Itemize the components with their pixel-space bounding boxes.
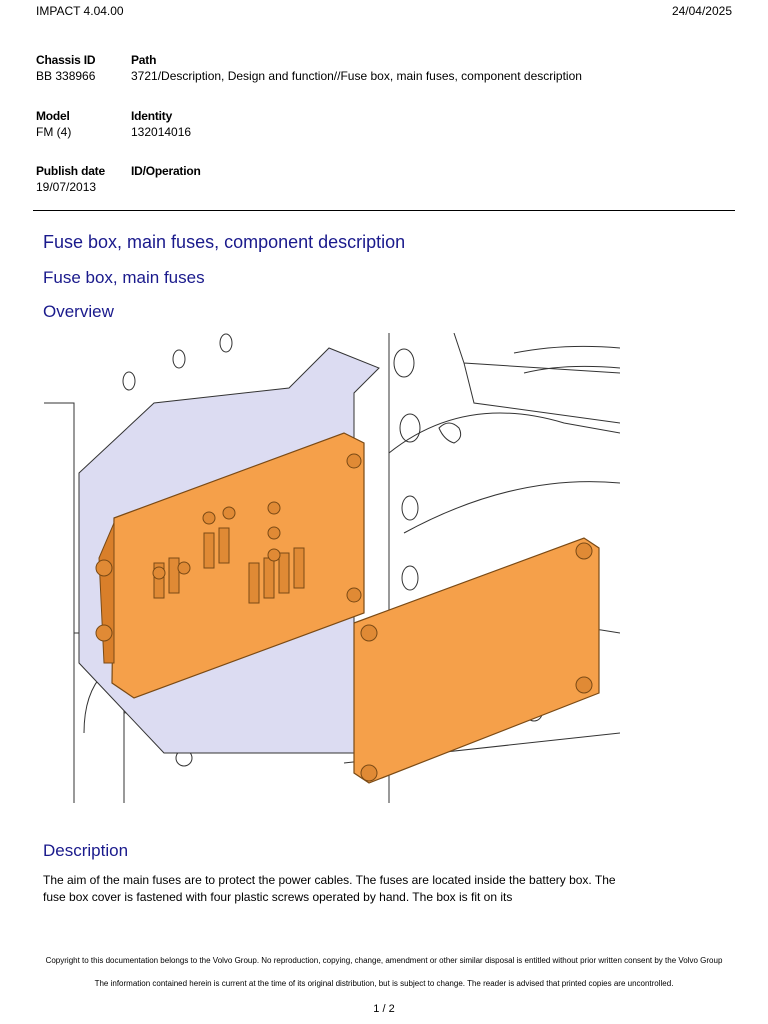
cover-screw: [575, 542, 593, 560]
fuse-box-illustration: [44, 333, 620, 803]
overview-heading: Overview: [43, 302, 114, 321]
hole: [401, 565, 419, 591]
cover-screw: [360, 764, 378, 782]
cover-screw: [575, 676, 593, 694]
model-value: FM (4): [36, 125, 72, 139]
fuse-slot: [168, 557, 180, 594]
publish-value: 19/07/2013: [36, 180, 97, 194]
description-heading: Description: [43, 841, 129, 860]
fuse-slot: [248, 562, 260, 604]
app-version: IMPACT 4.04.00: [36, 4, 124, 18]
terminal-nut: [152, 566, 166, 580]
identity-value: 132014016: [131, 125, 192, 139]
fuse-slot: [278, 552, 290, 594]
fuse-slot: [153, 562, 165, 599]
corner-screw: [346, 587, 362, 603]
copyright-notice: Copyright to this documentation belongs …: [45, 956, 723, 965]
fuse-slot: [293, 547, 305, 589]
fuse-box-body: [111, 432, 365, 699]
path-label: Path: [131, 53, 157, 67]
chassis-value: BB 338966: [36, 69, 96, 83]
chassis-block: Chassis ID BB 338966: [36, 53, 96, 83]
section-title: Fuse box, main fuses: [43, 268, 205, 287]
chassis-label: Chassis ID: [36, 53, 96, 67]
identity-block: Identity 132014016: [131, 109, 191, 139]
terminal-nut: [267, 548, 281, 562]
model-block: Model FM (4): [36, 109, 71, 139]
page-title: Fuse box, main fuses, component descript…: [43, 232, 406, 252]
hole: [401, 495, 419, 521]
hole: [172, 349, 186, 369]
id-operation-block: ID/Operation: [131, 164, 201, 178]
path-block: Path 3721/Description, Design and functi…: [131, 53, 582, 83]
terminal-nut: [267, 526, 281, 540]
disclaimer-notice: The information contained herein is curr…: [94, 979, 674, 988]
path-value: 3721/Description, Design and function//F…: [131, 69, 582, 83]
id-operation-label: ID/Operation: [131, 164, 201, 178]
identity-label: Identity: [131, 109, 173, 123]
hole: [122, 371, 136, 391]
clip: [438, 422, 462, 444]
hole: [219, 333, 233, 353]
header-divider: [33, 210, 735, 211]
hole: [399, 413, 421, 443]
cover-screw: [360, 624, 378, 642]
corner-screw: [346, 453, 362, 469]
page-number: 1 / 2: [373, 1003, 395, 1015]
print-date: 24/04/2025: [671, 4, 732, 18]
model-label: Model: [36, 109, 70, 123]
terminal-nut: [202, 511, 216, 525]
fuse-box-cover: [353, 537, 600, 784]
fuse-slot: [203, 532, 215, 569]
terminal-nut: [222, 506, 236, 520]
publish-block: Publish date 19/07/2013: [36, 164, 105, 194]
mount-lug: [95, 559, 113, 577]
fuse-slot: [218, 527, 230, 564]
terminal-nut: [177, 561, 191, 575]
mount-lug: [95, 624, 113, 642]
terminal-nut: [267, 501, 281, 515]
hole: [393, 348, 415, 378]
publish-label: Publish date: [36, 164, 105, 178]
fuse-slot: [263, 557, 275, 599]
pipe-lines: [453, 333, 620, 424]
description-text: The aim of the main fuses are to protect…: [43, 873, 616, 904]
